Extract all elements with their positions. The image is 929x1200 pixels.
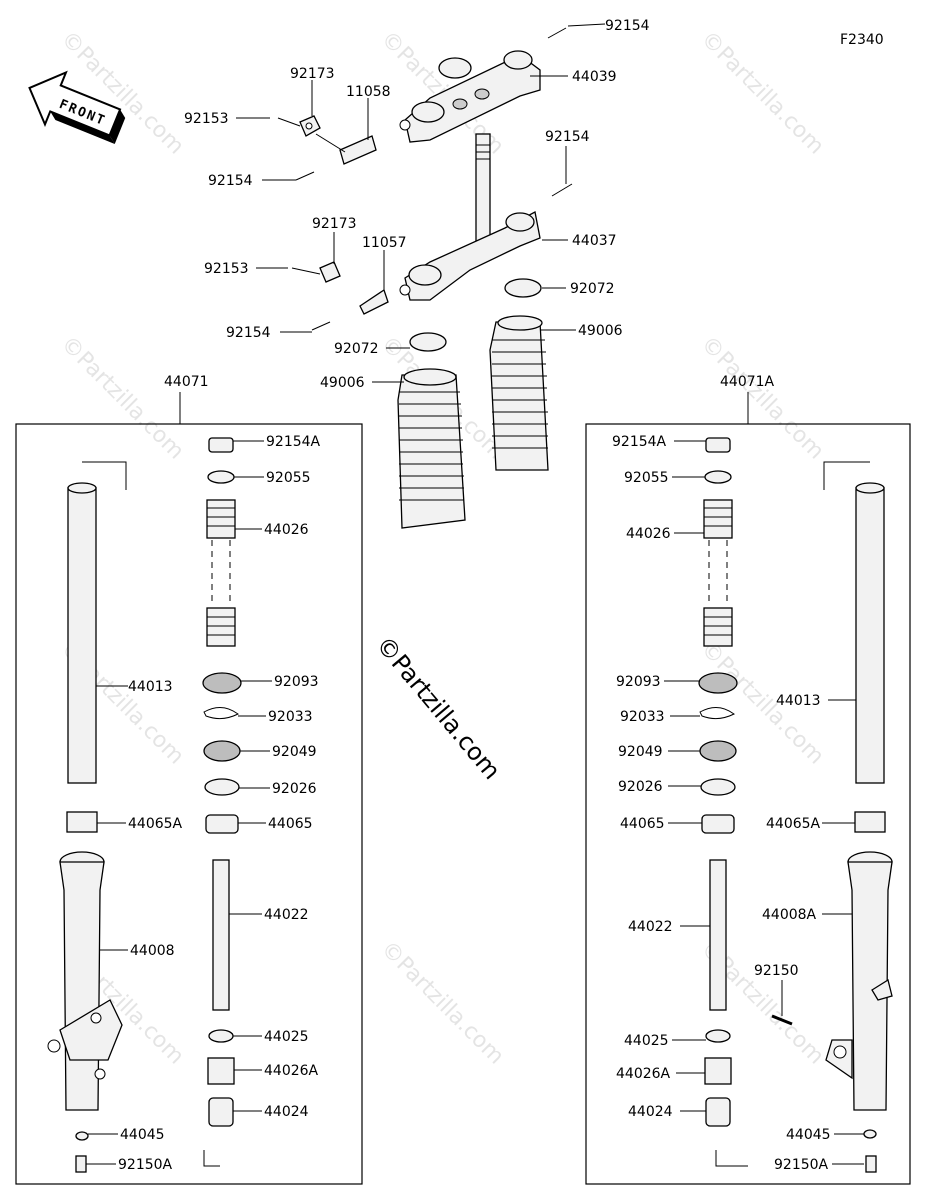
label-44024: 44024: [264, 1104, 309, 1120]
label-92153: 92153: [184, 111, 229, 127]
label-44037: 44037: [572, 233, 617, 249]
label-44025: 44025: [624, 1033, 669, 1049]
hose-clamp: [504, 278, 542, 298]
label-44008: 44008: [130, 943, 175, 959]
hose-clamp: [409, 332, 447, 352]
label-92153: 92153: [204, 261, 249, 277]
assembly-label-right: 44071A: [720, 374, 775, 390]
label-44045: 44045: [786, 1127, 831, 1143]
left-fork-assembly: 44071: [15, 374, 363, 1185]
label-92154A: 92154A: [612, 434, 667, 450]
label-44045: 44045: [120, 1127, 165, 1143]
label-92173: 92173: [312, 216, 357, 232]
label-92033: 92033: [268, 709, 313, 725]
fork-boot-right: [489, 315, 549, 471]
assembly-label-left: 44071: [164, 374, 209, 390]
label-49006: 49006: [578, 323, 623, 339]
label-92026: 92026: [272, 781, 317, 797]
label-44039: 44039: [572, 69, 617, 85]
lower-bracket: [291, 261, 389, 331]
steering-stem: [475, 133, 491, 255]
label-44026A: 44026A: [616, 1066, 671, 1082]
label-11057: 11057: [362, 235, 407, 251]
right-internals: [698, 437, 748, 1167]
upper-bracket: [277, 115, 377, 181]
label-92154: 92154: [208, 173, 253, 189]
watermark: ©Partzilla.com: [56, 332, 189, 465]
label-44025: 44025: [264, 1029, 309, 1045]
label-92033: 92033: [620, 709, 665, 725]
label-44022: 44022: [264, 907, 309, 923]
guide-bushing: [66, 811, 98, 833]
label-92072: 92072: [334, 341, 379, 357]
assembly-box-left: [15, 423, 363, 1185]
label-44024: 44024: [628, 1104, 673, 1120]
fork-boot-left: [397, 368, 466, 529]
label-92055: 92055: [624, 470, 669, 486]
label-44013: 44013: [776, 693, 821, 709]
label-44022: 44022: [628, 919, 673, 935]
label-92150: 92150: [754, 963, 799, 979]
label-92049: 92049: [272, 744, 317, 760]
upper-triple-clamp: [399, 50, 541, 143]
label-44013: 44013: [128, 679, 173, 695]
left-internals: [202, 437, 242, 1167]
label-11058: 11058: [346, 84, 391, 100]
label-44026: 44026: [264, 522, 309, 538]
label-44026A: 44026A: [264, 1063, 319, 1079]
label-44026: 44026: [626, 526, 671, 542]
inner-tube: [67, 487, 97, 784]
label-92154: 92154: [605, 18, 650, 34]
right-fork-assembly: 44071A: [585, 374, 911, 1185]
label-92154: 92154: [226, 325, 271, 341]
label-92150A: 92150A: [118, 1157, 173, 1173]
label-92049: 92049: [618, 744, 663, 760]
label-49006: 49006: [320, 375, 365, 391]
watermark: ©Partzilla.com: [376, 937, 509, 1070]
left-leader-lines: [86, 440, 272, 1165]
label-92093: 92093: [274, 674, 319, 690]
label-92026: 92026: [618, 779, 663, 795]
label-92154A: 92154A: [266, 434, 321, 450]
assembly-box-right: [585, 423, 911, 1185]
label-44065A: 44065A: [128, 816, 183, 832]
label-92072: 92072: [570, 281, 615, 297]
label-92154: 92154: [545, 129, 590, 145]
lower-triple-clamp: [399, 211, 541, 301]
label-92093: 92093: [616, 674, 661, 690]
label-44008A: 44008A: [762, 907, 817, 923]
label-92055: 92055: [266, 470, 311, 486]
diagram-code: F2340: [840, 32, 884, 48]
outer-tube-left: [47, 851, 123, 1111]
front-arrow: FRONT: [28, 70, 126, 144]
label-44065: 44065: [620, 816, 665, 832]
label-92173: 92173: [290, 66, 335, 82]
center-watermark: ©Partzilla.com: [370, 631, 506, 785]
outer-tube-right: [825, 851, 893, 1111]
label-44065: 44065: [268, 816, 313, 832]
label-44065A: 44065A: [766, 816, 821, 832]
top-leader-lines: [236, 75, 576, 383]
right-leader-lines: [664, 440, 864, 1165]
label-92150A: 92150A: [774, 1157, 829, 1173]
watermark: ©Partzilla.com: [696, 27, 829, 160]
